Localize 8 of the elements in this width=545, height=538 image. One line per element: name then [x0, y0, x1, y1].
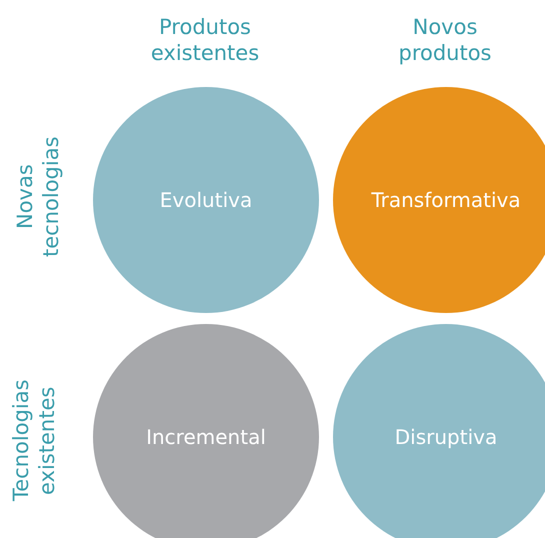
row-header: Novas tecnologias — [12, 135, 64, 259]
circle-label: Disruptiva — [394, 425, 498, 449]
circle-label: Evolutiva — [160, 188, 252, 212]
row-header: Tecnologias existentes — [8, 378, 60, 504]
column-header: Produtos existentes — [150, 14, 260, 66]
circle-label: Transformativa — [371, 188, 521, 212]
column-header: Novos produtos — [397, 14, 492, 66]
circle-label: Incremental — [146, 425, 266, 449]
